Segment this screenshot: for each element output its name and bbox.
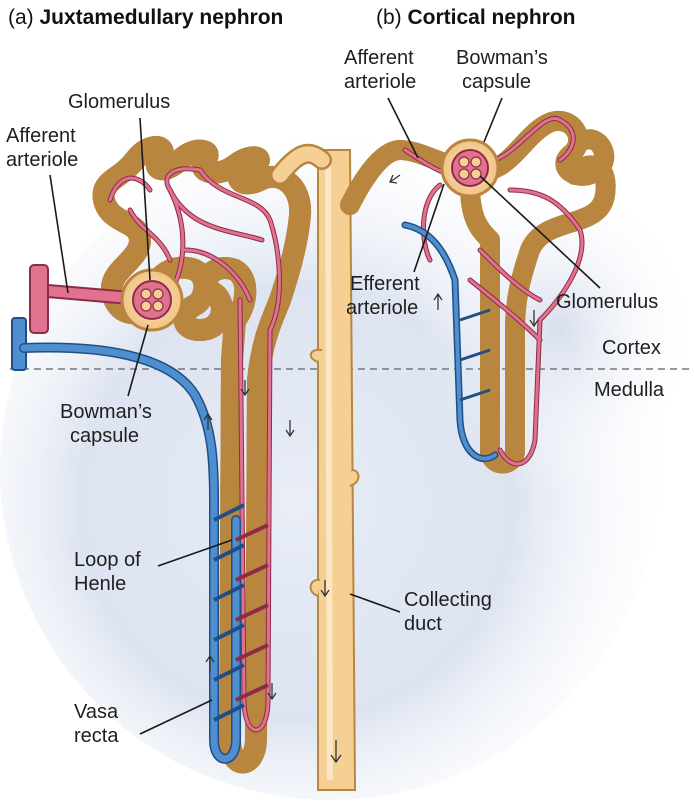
cortical-veins [401,221,499,463]
label-afferent-b-line2: arteriole [344,71,416,93]
leader-afferent-a [49,174,69,294]
leader-efferent-b [413,183,445,273]
label-cortex: Cortex [602,337,661,359]
collecting-duct [309,149,360,791]
label-afferent-a-line2: arteriole [6,149,78,171]
title-cortical: (b) Cortical nephron [376,6,576,29]
label-afferent-a-line1: Afferent [6,125,76,147]
label-loop-line1: Loop of [74,549,141,571]
label-bowmans-b-line2: capsule [462,71,531,93]
label-glomerulus-b: Glomerulus [556,291,658,313]
label-collecting-line2: duct [404,613,442,635]
title-b-prefix: (b) [376,6,408,29]
glomerulus-b [440,138,500,198]
label-vasa-line1: Vasa [74,701,119,723]
flow-arrows [203,174,539,764]
juxtamedullary-tubule [103,147,332,763]
title-juxtamedullary: (a) Juxtamedullary nephron [8,6,283,29]
leader-bowmans-b [483,97,503,143]
glomerulus-a [120,268,184,332]
label-efferent-b-line2: arteriole [346,297,418,319]
afferent-artery-stump-a [29,264,49,334]
leader-collecting [349,593,401,613]
label-medulla: Medulla [594,379,665,401]
title-a-text: Juxtamedullary nephron [40,6,284,29]
label-bowmans-a-line1: Bowman’s [60,401,152,423]
label-collecting-line1: Collecting [404,589,492,611]
leader-bowmans-a [127,324,149,397]
label-glomerulus-a: Glomerulus [68,91,170,113]
leader-afferent-b [387,97,419,159]
label-bowmans-b-line1: Bowman’s [456,47,548,69]
title-a-prefix: (a) [8,6,40,29]
title-b-text: Cortical nephron [408,6,576,29]
leader-loop [157,539,233,567]
cortical-arterioles [402,115,585,467]
leader-vasa [139,699,213,735]
label-afferent-b-line1: Afferent [344,47,414,69]
label-bowmans-a-line2: capsule [70,425,139,447]
leader-glomerulus-a [139,117,151,281]
juxtamedullary-arteriole-network [29,166,282,733]
leader-glomerulus-b [479,175,601,289]
label-efferent-b-line1: Efferent [350,273,420,295]
label-vasa-line2: recta [74,725,119,747]
label-loop-line2: Henle [74,573,126,595]
